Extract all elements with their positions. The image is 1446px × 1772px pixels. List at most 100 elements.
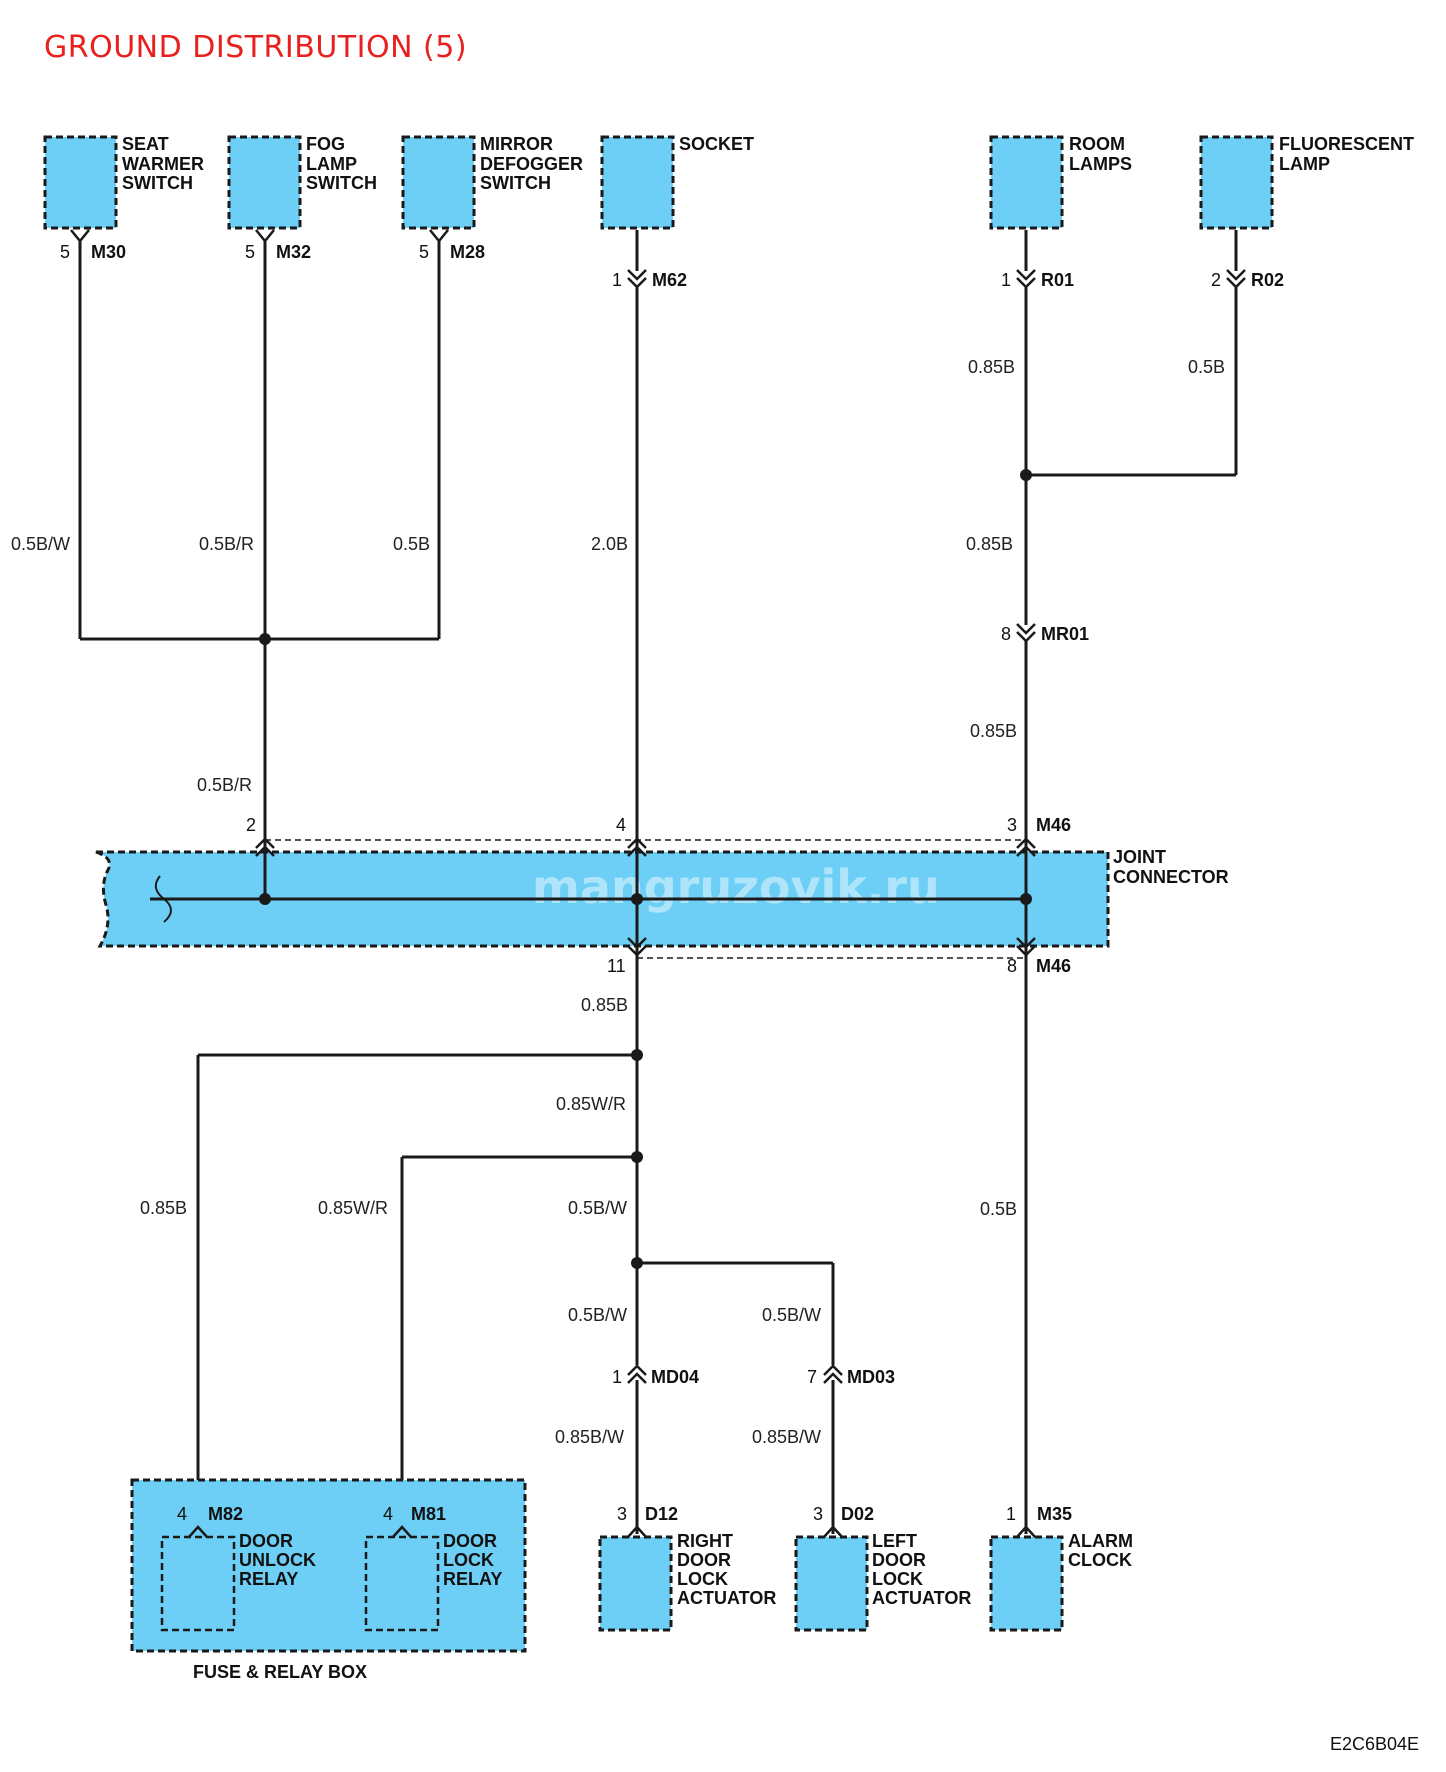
jc-splice-mid-icon	[631, 893, 643, 905]
fog-lamp-switch-label-2: LAMP	[306, 154, 357, 174]
r02-pin: 2	[1211, 270, 1221, 290]
room-lamps-box	[989, 135, 1064, 230]
wire-label-mid-2: 0.5B/W	[568, 1198, 627, 1218]
jc-top-terminals-icon	[255, 837, 1036, 857]
left-door-lock-label-2: DOOR	[872, 1550, 926, 1570]
m30-pin: 5	[60, 242, 70, 262]
top-left-wires	[78, 241, 441, 844]
door-unlock-relay-label-2: UNLOCK	[239, 1550, 316, 1570]
md03-pin: 7	[807, 1367, 817, 1387]
wire-label-unlock-relay: 0.85B	[140, 1198, 187, 1218]
door-lock-relay-box	[364, 1535, 440, 1632]
jc-splice-left-icon	[259, 893, 271, 905]
page-title: GROUND DISTRIBUTION (5)	[44, 30, 468, 65]
m82-pin: 4	[177, 1504, 187, 1524]
left-door-lock-label-3: LOCK	[872, 1569, 923, 1589]
wire-label-room-merged: 0.85B	[966, 534, 1013, 554]
joint-connector-label-2: CONNECTOR	[1113, 867, 1229, 887]
door-lock-relay-label-2: LOCK	[443, 1550, 494, 1570]
mirror-defogger-switch-label-3: SWITCH	[480, 173, 551, 193]
m62-id: M62	[652, 270, 687, 290]
m81-id: M81	[411, 1504, 446, 1524]
top-left-splice-icon	[259, 633, 271, 645]
door-lock-relay-label-1: DOOR	[443, 1531, 497, 1551]
room-lamps-label-1: ROOM	[1069, 134, 1125, 154]
md04-connector-icon	[627, 1364, 647, 1384]
right-door-lock-label-1: RIGHT	[677, 1531, 733, 1551]
d12-pin: 3	[617, 1504, 627, 1524]
door-unlock-relay-label-3: RELAY	[239, 1569, 298, 1589]
m35-id: M35	[1037, 1504, 1072, 1524]
fog-lamp-switch-label-3: SWITCH	[306, 173, 377, 193]
fog-lamp-switch-box	[227, 135, 302, 230]
fluorescent-lamp-label-1: FLUORESCENT	[1279, 134, 1414, 154]
diagram-code: E2C6B04E	[1330, 1734, 1419, 1754]
room-lamp-wires	[1024, 230, 1238, 844]
wire-label-seat-warmer: 0.5B/W	[11, 534, 70, 554]
fluorescent-lamp-box	[1199, 135, 1274, 230]
jc-splice-right-icon	[1020, 893, 1032, 905]
r02-connector-icon	[1226, 269, 1246, 289]
seat-warmer-switch-label-2: WARMER	[122, 154, 204, 174]
m81-terminal-icon	[392, 1525, 412, 1538]
m81-pin: 4	[383, 1504, 393, 1524]
splice-a-icon	[631, 1049, 643, 1061]
m35-terminal-icon	[1016, 1525, 1036, 1538]
md04-id: MD04	[651, 1367, 699, 1387]
left-door-lock-label-1: LEFT	[872, 1531, 917, 1551]
jc-pin-2: 2	[246, 815, 256, 835]
jc-top-id: M46	[1036, 815, 1071, 835]
right-door-lock-label-4: ACTUATOR	[677, 1588, 776, 1608]
wire-label-lock-relay: 0.85W/R	[318, 1198, 388, 1218]
wire-label-left-to-jc: 0.5B/R	[197, 775, 252, 795]
m82-terminal-icon	[188, 1525, 208, 1538]
mirror-defogger-switch-label-2: DEFOGGER	[480, 154, 583, 174]
fog-lamp-switch-label-1: FOG	[306, 134, 345, 154]
m62-connector-icon	[627, 269, 647, 289]
wire-label-fog-lamp: 0.5B/R	[199, 534, 254, 554]
md03-id: MD03	[847, 1367, 895, 1387]
splice-b-icon	[631, 1151, 643, 1163]
seat-warmer-switch-label-1: SEAT	[122, 134, 169, 154]
bottom-wires	[196, 958, 1028, 1534]
wire-label-md03-up: 0.5B/W	[762, 1305, 821, 1325]
m32-terminal-icon	[255, 229, 275, 243]
seat-warmer-switch-box	[43, 135, 118, 230]
seat-warmer-switch-label-3: SWITCH	[122, 173, 193, 193]
room-splice-icon	[1020, 469, 1032, 481]
door-unlock-relay-box	[160, 1535, 236, 1632]
room-lamps-label-2: LAMPS	[1069, 154, 1132, 174]
wire-label-mirror: 0.5B	[393, 534, 430, 554]
wire-label-md04-up: 0.5B/W	[568, 1305, 627, 1325]
wire-label-alarm: 0.5B	[980, 1199, 1017, 1219]
jc-pin-11: 11	[607, 956, 626, 976]
wire-label-mid-1: 0.85W/R	[556, 1094, 626, 1114]
d12-id: D12	[645, 1504, 678, 1524]
wire-label-md04-down: 0.85B/W	[555, 1427, 624, 1447]
right-door-lock-label-3: LOCK	[677, 1569, 728, 1589]
mr01-pin: 8	[1001, 624, 1011, 644]
mr01-id: MR01	[1041, 624, 1089, 644]
jc-bottom-terminals-icon	[627, 937, 1036, 957]
left-door-lock-label-4: ACTUATOR	[872, 1588, 971, 1608]
md04-pin: 1	[612, 1367, 622, 1387]
m32-pin: 5	[245, 242, 255, 262]
door-unlock-relay-label-1: DOOR	[239, 1531, 293, 1551]
alarm-clock-label-2: CLOCK	[1068, 1550, 1132, 1570]
jc-bottom-id: M46	[1036, 956, 1071, 976]
alarm-clock-label-1: ALARM	[1068, 1531, 1133, 1551]
wire-label-md03-down: 0.85B/W	[752, 1427, 821, 1447]
d12-terminal-icon	[627, 1525, 647, 1538]
fluorescent-lamp-label-2: LAMP	[1279, 154, 1330, 174]
right-door-lock-label-2: DOOR	[677, 1550, 731, 1570]
m28-pin: 5	[419, 242, 429, 262]
jc-pin-4: 4	[616, 815, 626, 835]
socket-box	[600, 135, 675, 230]
wire-label-fluorescent: 0.5B	[1188, 357, 1225, 377]
left-door-lock-actuator-box	[794, 1535, 869, 1632]
m82-id: M82	[208, 1504, 243, 1524]
jc-pin-3: 3	[1007, 815, 1017, 835]
m62-pin: 1	[612, 270, 622, 290]
r02-id: R02	[1251, 270, 1284, 290]
